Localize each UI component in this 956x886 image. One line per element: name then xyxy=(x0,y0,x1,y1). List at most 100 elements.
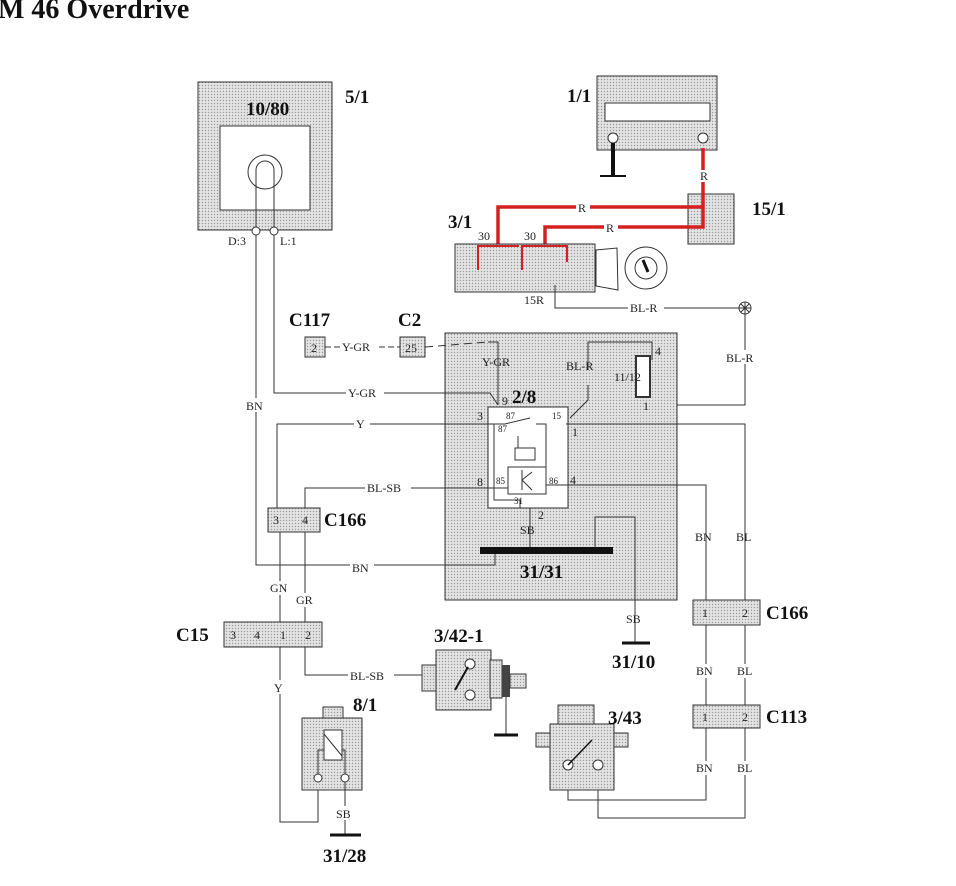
pin-label: 30 xyxy=(478,229,490,243)
pin-label: 15 xyxy=(552,411,562,421)
pin-label: L:1 xyxy=(280,234,297,248)
pin-label: 2 xyxy=(311,341,317,355)
pin-label: 1 xyxy=(572,425,578,439)
component-ref-3-1: 3/1 xyxy=(448,212,472,233)
component-ref-2-8: 2/8 xyxy=(512,387,536,408)
connector-ref: C113 xyxy=(766,707,807,728)
pin-label: 15R xyxy=(524,293,544,307)
wire xyxy=(569,341,653,419)
wire xyxy=(488,341,499,405)
pin-label: D:3 xyxy=(228,234,246,248)
wire-label: BL-SB xyxy=(350,669,384,683)
wire-label: SB xyxy=(336,807,351,821)
wire-label: BN xyxy=(696,664,713,678)
pin-label: 2 xyxy=(305,628,311,642)
pin-label: 4 xyxy=(302,513,308,527)
battery: 1/1 xyxy=(567,75,718,177)
connector-c166-left xyxy=(267,507,321,533)
wire-label: BL-R xyxy=(630,301,657,315)
gear-position-switch: 3/43 xyxy=(535,704,642,791)
component-ref-11-12: 11/12 xyxy=(614,370,641,384)
wire-label: Y xyxy=(274,681,283,695)
pin-label: 4 xyxy=(655,344,661,358)
wire-label: BN xyxy=(352,561,369,575)
red-wire xyxy=(496,205,703,246)
wire-label: BL-SB xyxy=(367,481,401,495)
pin-label: 3 xyxy=(273,513,279,527)
pin-label: 30 xyxy=(524,229,536,243)
component-ref-15-1: 15/1 xyxy=(752,199,786,220)
wire-label: Y-GR xyxy=(342,340,370,354)
pin-label: 3 xyxy=(230,628,236,642)
pin-label: 1 xyxy=(280,628,286,642)
wire-label: SB xyxy=(520,523,535,537)
pin-label: 86 xyxy=(549,476,559,486)
wire xyxy=(594,516,636,642)
component-ref-1-1: 1/1 xyxy=(567,86,591,107)
pin-label: 1 xyxy=(643,399,649,413)
overdrive-switch: 3/42-1 xyxy=(421,626,527,737)
wire-label: BL xyxy=(736,530,751,544)
component-ref-3-42-1: 3/42-1 xyxy=(434,626,484,647)
component-ref-3-43: 3/43 xyxy=(608,708,642,729)
wire-label: BL-R xyxy=(726,351,753,365)
wire-label: BL-R xyxy=(566,359,593,373)
connector-ref: C117 xyxy=(289,310,331,331)
pin-label: 4 xyxy=(254,628,260,642)
red-wire xyxy=(543,148,705,246)
fuse-box xyxy=(687,193,735,245)
component-ref-31-31: 31/31 xyxy=(520,562,563,583)
connector-c113 xyxy=(692,704,761,729)
fuse-label: 10/80 xyxy=(246,99,289,120)
wire-label: R xyxy=(606,221,614,235)
wire-label: BN xyxy=(696,761,713,775)
pin-label: 2 xyxy=(742,606,748,620)
pin-label: 4 xyxy=(570,473,576,487)
pin-label: 9 xyxy=(502,394,508,408)
wire xyxy=(554,285,740,309)
overdrive-solenoid: 8/1 xyxy=(301,695,377,791)
pin-label: 25 xyxy=(405,341,417,355)
pin-label: 8 xyxy=(477,475,483,489)
connector-c15 xyxy=(223,621,323,648)
indicator-lamp: 11/12 4 1 xyxy=(614,344,661,413)
wire-label: GR xyxy=(296,593,313,607)
component-ref-5-1: 5/1 xyxy=(345,87,369,108)
component-ref-31-28: 31/28 xyxy=(323,846,366,867)
wire-label: Y-GR xyxy=(348,386,376,400)
pin-label: 1 xyxy=(702,710,708,724)
wire xyxy=(304,487,508,508)
wire xyxy=(279,647,319,823)
connector-ref: C166 xyxy=(324,510,366,531)
wire-label: BN xyxy=(246,399,263,413)
connector-ref: C2 xyxy=(398,310,421,331)
wire-label: SB xyxy=(626,612,641,626)
wire-label: BL xyxy=(737,664,752,678)
pin-label: 85 xyxy=(496,476,506,486)
wire-label: R xyxy=(578,201,586,215)
pin-label: 2 xyxy=(742,710,748,724)
connector-c166-right xyxy=(692,599,761,626)
ignition-switch: 3/1 30 30 15R xyxy=(448,212,668,307)
ground-star-icon xyxy=(738,301,752,315)
wire xyxy=(652,314,746,406)
pin-label: 1 xyxy=(702,606,708,620)
connector-ref: C15 xyxy=(176,625,209,646)
wire xyxy=(546,484,707,600)
wire-label: BL xyxy=(737,761,752,775)
wire xyxy=(276,423,746,600)
ground-bar-31-31 xyxy=(480,547,613,554)
wire-label: GN xyxy=(270,581,288,595)
wire-label: Y-GR xyxy=(482,355,510,369)
pin-label: 3 xyxy=(477,409,483,423)
pin-label: 87 xyxy=(498,424,508,434)
pin-label: 31 xyxy=(514,496,523,506)
component-ref-8-1: 8/1 xyxy=(353,695,377,716)
diagram-title: M 46 Overdrive xyxy=(0,0,189,25)
wire xyxy=(279,532,306,622)
wire-label: Y xyxy=(356,417,365,431)
headlamp-switch: 10/80 5/1 D:3 L:1 xyxy=(197,81,369,248)
pin-label: 2 xyxy=(538,508,544,522)
component-ref-31-10: 31/10 xyxy=(612,652,655,673)
